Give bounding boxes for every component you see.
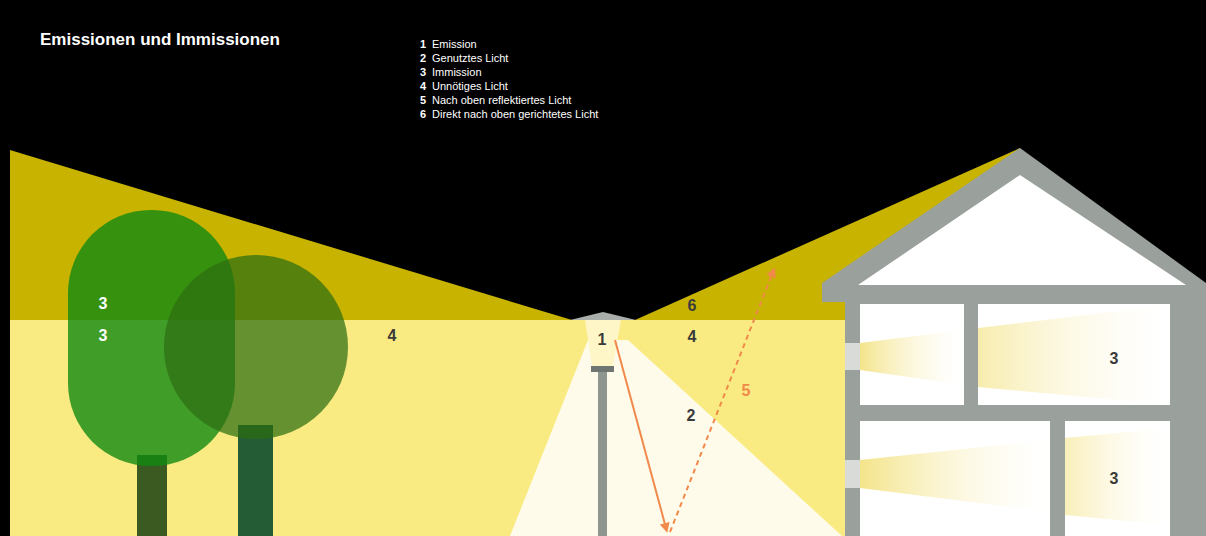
diagram-title: Emissionen und Immissionen bbox=[40, 30, 280, 50]
house-attic bbox=[858, 175, 1186, 285]
legend-number: 2 bbox=[420, 52, 426, 64]
house-roof bbox=[822, 148, 1206, 302]
callout-number: 5 bbox=[742, 382, 751, 400]
tree-canopy bbox=[164, 255, 348, 439]
light-cone bbox=[510, 340, 842, 536]
tree-trunk bbox=[238, 425, 273, 536]
legend-number: 5 bbox=[420, 94, 426, 106]
lamp-cap bbox=[570, 312, 636, 320]
callout-number: 1 bbox=[598, 331, 607, 349]
tree-trunk bbox=[137, 455, 167, 536]
legend-text: Genutztes Licht bbox=[432, 52, 508, 64]
callout-number: 6 bbox=[688, 297, 697, 315]
lamp-pole bbox=[598, 368, 607, 536]
callout-number: 2 bbox=[687, 407, 696, 425]
legend-text: Emission bbox=[432, 38, 477, 50]
callout-number: 3 bbox=[1110, 470, 1119, 488]
legend-number: 3 bbox=[420, 66, 426, 78]
legend-number: 6 bbox=[420, 108, 426, 120]
callout-number: 4 bbox=[688, 328, 697, 346]
lamp-bar bbox=[591, 366, 614, 372]
callout-number: 3 bbox=[1110, 350, 1119, 368]
window bbox=[845, 343, 860, 370]
legend-text: Direkt nach oben gerichtetes Licht bbox=[432, 108, 598, 120]
legend-text: Unnötiges Licht bbox=[432, 80, 508, 92]
callout-number: 3 bbox=[99, 295, 108, 313]
window bbox=[845, 460, 860, 488]
house-body bbox=[845, 300, 1206, 536]
callout-number: 4 bbox=[388, 327, 397, 345]
reflected-ray bbox=[670, 272, 773, 532]
light-ray bbox=[615, 340, 666, 528]
callout-number: 3 bbox=[99, 327, 108, 345]
legend-number: 4 bbox=[420, 80, 426, 92]
legend-number: 1 bbox=[420, 38, 426, 50]
legend-text: Nach oben reflektiertes Licht bbox=[432, 94, 571, 106]
legend-text: Immission bbox=[432, 66, 482, 78]
